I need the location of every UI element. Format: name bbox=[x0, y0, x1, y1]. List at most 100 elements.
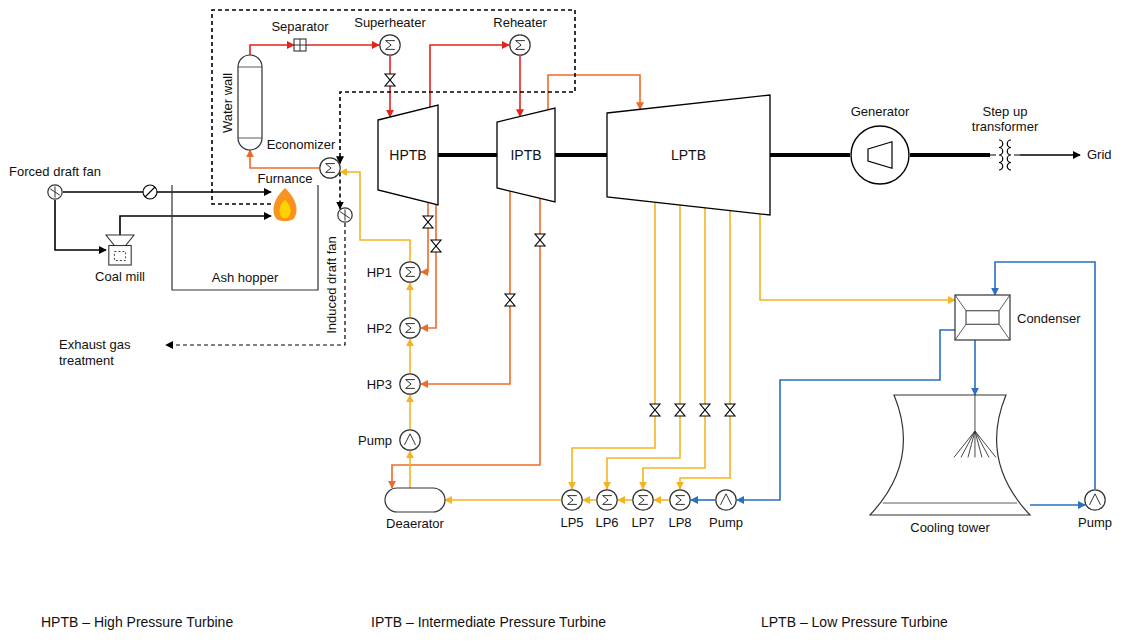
component-label: Forced draft fan bbox=[8, 164, 102, 179]
pump-symbol bbox=[405, 434, 416, 445]
grid-line bbox=[1020, 154, 1080, 155]
component-label: LP5 bbox=[559, 515, 584, 530]
component-label: Ash hopper bbox=[211, 270, 280, 285]
furnace-flame: Furnance bbox=[271, 188, 299, 222]
heat-exchanger: Superheater bbox=[379, 34, 401, 56]
heat-exchanger bbox=[509, 34, 531, 56]
heat-exchanger-coil bbox=[406, 380, 415, 389]
coal-mill bbox=[109, 246, 131, 266]
component-label: LP7 bbox=[630, 515, 655, 530]
furnace-flame bbox=[273, 188, 296, 221]
separator-box bbox=[294, 39, 306, 51]
separator-box bbox=[294, 39, 306, 51]
pipe-line bbox=[421, 205, 436, 329]
heat-exchanger-coil bbox=[603, 496, 612, 505]
fan-symbol bbox=[338, 208, 352, 222]
coal-mill-bowl bbox=[106, 235, 134, 246]
heat-exchanger-coil bbox=[676, 496, 685, 505]
component-label: Coal mill bbox=[94, 269, 146, 284]
coal-mill-base bbox=[114, 252, 125, 261]
condenser-box bbox=[955, 295, 1010, 340]
component-label: Pump bbox=[1077, 515, 1113, 530]
pump-symbol bbox=[1090, 494, 1101, 505]
component-label: Induced draft fan bbox=[324, 235, 339, 335]
pipe-line bbox=[430, 45, 509, 107]
turbine-shaft bbox=[770, 153, 850, 157]
fan-symbol bbox=[48, 185, 62, 199]
pump-symbol bbox=[715, 489, 737, 511]
component-label: LP6 bbox=[594, 515, 619, 530]
pump-symbol: Pump bbox=[399, 429, 421, 451]
condenser-box: Condenser bbox=[955, 295, 1010, 340]
damper-symbol bbox=[143, 185, 157, 199]
cooling-tower bbox=[870, 395, 1030, 515]
pipe-line bbox=[691, 499, 715, 501]
heat-exchanger: LP7 bbox=[632, 489, 654, 511]
abbreviation-note: IPTB – Intermediate Pressure Turbine bbox=[370, 614, 607, 630]
condenser-tubes bbox=[966, 311, 999, 325]
heat-exchanger bbox=[669, 489, 691, 511]
pipe-line bbox=[548, 75, 640, 110]
turbine-stage: IPTB bbox=[497, 108, 555, 202]
heat-exchanger bbox=[632, 489, 654, 511]
ash-hopper bbox=[172, 185, 318, 290]
component-label: Superheater bbox=[353, 15, 427, 30]
component-label: Cooling tower bbox=[909, 520, 991, 535]
coal-mill bbox=[106, 235, 134, 265]
grid-label: Grid bbox=[1086, 147, 1113, 163]
vessel-seam bbox=[238, 67, 262, 138]
heat-exchanger bbox=[510, 35, 530, 55]
furnace-flame bbox=[271, 188, 299, 222]
component-label: Reheater bbox=[492, 15, 547, 30]
heat-exchanger: Reheater bbox=[509, 34, 531, 56]
heat-exchanger bbox=[320, 158, 340, 178]
pipe-line bbox=[409, 395, 411, 429]
pump-symbol bbox=[400, 430, 420, 450]
pipe-line bbox=[445, 499, 561, 501]
water-wall-vessel bbox=[238, 55, 262, 150]
abbreviation-note: LPTB – Low Pressure Turbine bbox=[760, 614, 949, 630]
cooling-tower-spray bbox=[954, 395, 996, 457]
heat-exchanger: HP1 bbox=[399, 261, 421, 283]
generator-circle: Generator bbox=[850, 125, 910, 185]
pipe-line bbox=[974, 340, 976, 395]
turbine-label: LPTB bbox=[670, 148, 707, 163]
transformer-coil bbox=[990, 140, 1020, 170]
deaerator-vessel: Deaerator bbox=[385, 488, 445, 512]
turbine-stage: HPTB bbox=[378, 105, 438, 205]
valve-symbol bbox=[725, 404, 735, 416]
pipe-line bbox=[306, 44, 379, 46]
heat-exchanger: HP2 bbox=[399, 317, 421, 339]
valve-symbol bbox=[431, 240, 441, 252]
fan-symbol bbox=[47, 184, 63, 200]
heat-exchanger-coil bbox=[406, 324, 415, 333]
flue-gas-line bbox=[339, 173, 341, 209]
turbine-label: IPTB bbox=[509, 148, 542, 163]
heat-exchanger bbox=[400, 374, 420, 394]
valve-symbol bbox=[505, 294, 515, 306]
component-label: Condenser bbox=[1016, 310, 1082, 325]
component-label: HP2 bbox=[366, 321, 393, 336]
heat-exchanger bbox=[670, 490, 690, 510]
heat-exchanger bbox=[380, 35, 400, 55]
pipe-line bbox=[392, 198, 540, 488]
transformer-symbol: Step up transformer bbox=[990, 140, 1020, 170]
component-label: LP8 bbox=[667, 515, 692, 530]
heat-exchanger-coil bbox=[326, 164, 335, 173]
pipe-line bbox=[421, 203, 428, 273]
component-label: Deaerator bbox=[385, 516, 445, 531]
furnace-flame-core bbox=[279, 200, 290, 219]
heat-exchanger: LP6 bbox=[596, 489, 618, 511]
pipe-line bbox=[654, 499, 669, 501]
fan-blade bbox=[50, 186, 60, 197]
heat-exchanger bbox=[597, 490, 617, 510]
turbine-shaft bbox=[910, 153, 990, 157]
pipe-line bbox=[421, 191, 510, 384]
turbine-label: HPTB bbox=[388, 148, 427, 163]
coal-mill: Coal mill bbox=[106, 235, 134, 265]
turbine-shaft bbox=[555, 153, 607, 157]
valve-symbol bbox=[385, 74, 395, 86]
condenser-box bbox=[955, 295, 1010, 340]
